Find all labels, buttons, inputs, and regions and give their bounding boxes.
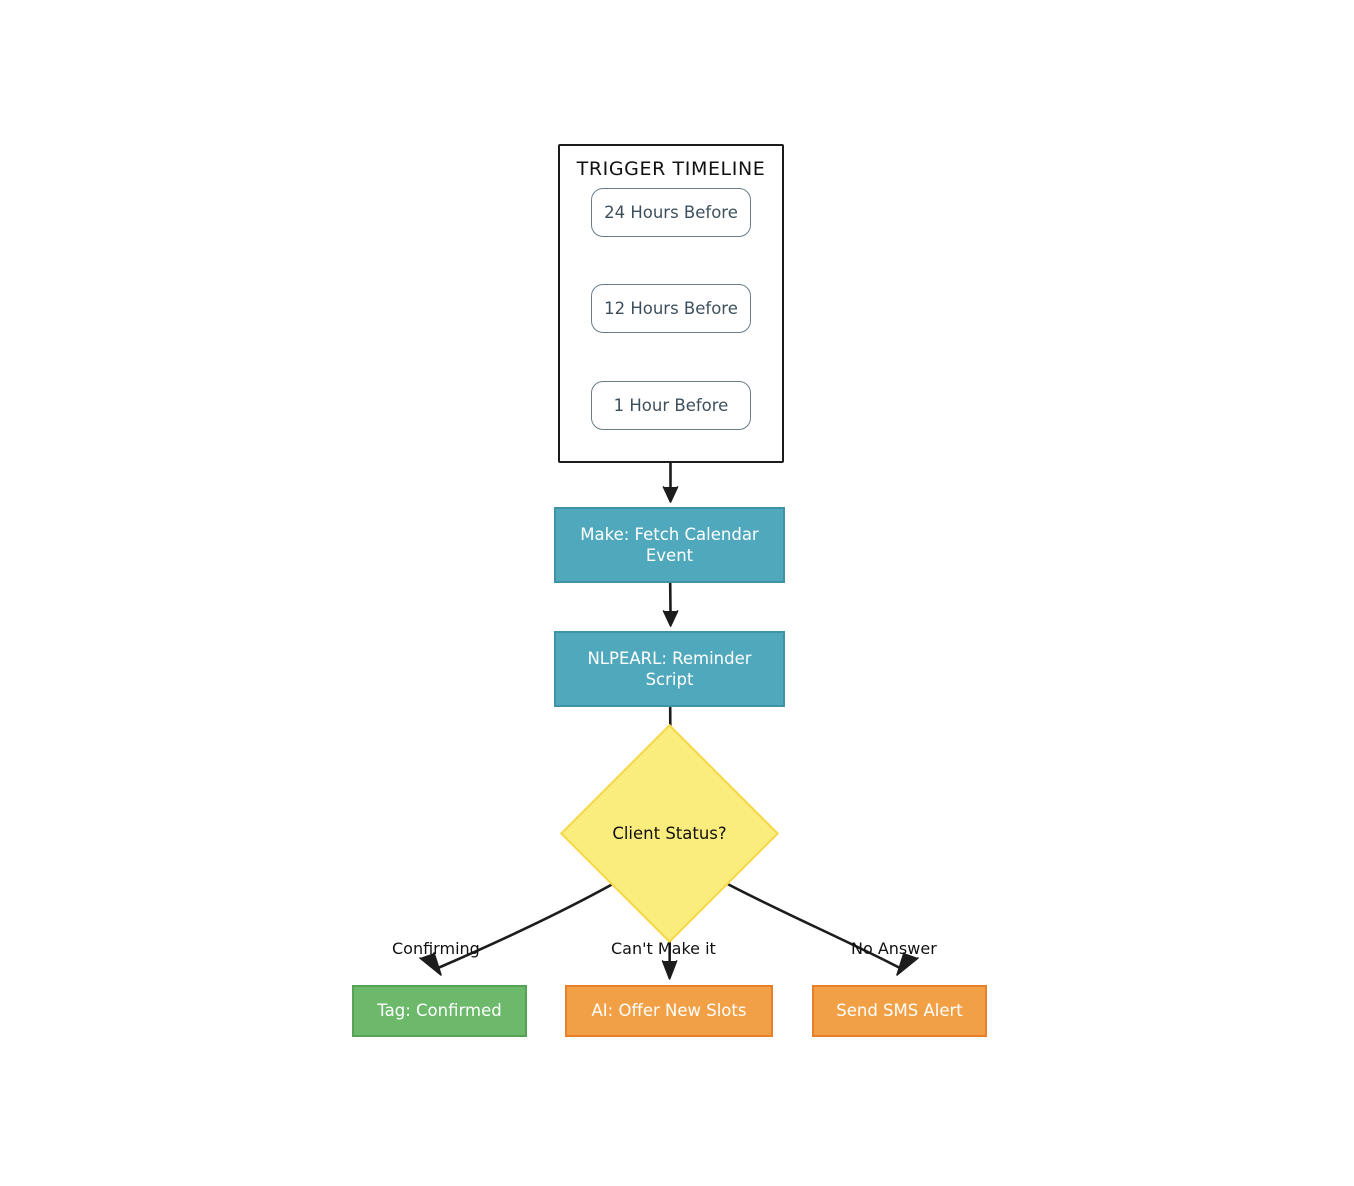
node-client-status-decision[interactable]: Client Status?: [559, 723, 780, 944]
timeline-item-24-hours-before[interactable]: 24 Hours Before: [591, 188, 751, 237]
edge-label-no-answer: No Answer: [851, 939, 937, 958]
node-send-sms-alert[interactable]: Send SMS Alert: [812, 985, 987, 1037]
node-tag-confirmed[interactable]: Tag: Confirmed: [352, 985, 527, 1037]
arrowhead-decision-to-offer-slots: [661, 960, 678, 980]
node-decision-label: Client Status?: [612, 823, 727, 843]
arrowhead-timeline-to-make: [662, 486, 679, 503]
edge-label-confirming: Confirming: [392, 939, 480, 958]
node-ai-offer-new-slots[interactable]: AI: Offer New Slots: [565, 985, 773, 1037]
trigger-timeline-title: TRIGGER TIMELINE: [576, 158, 766, 180]
node-make-fetch-calendar-event[interactable]: Make: Fetch Calendar Event: [554, 507, 785, 583]
timeline-item-1-hour-before[interactable]: 1 Hour Before: [591, 381, 751, 430]
arrowhead-make-to-nlpearl: [662, 610, 679, 627]
node-nlpearl-reminder-script[interactable]: NLPEARL: Reminder Script: [554, 631, 785, 707]
edge-label-cant-make-it: Can't Make it: [611, 939, 716, 958]
timeline-item-12-hours-before[interactable]: 12 Hours Before: [591, 284, 751, 333]
